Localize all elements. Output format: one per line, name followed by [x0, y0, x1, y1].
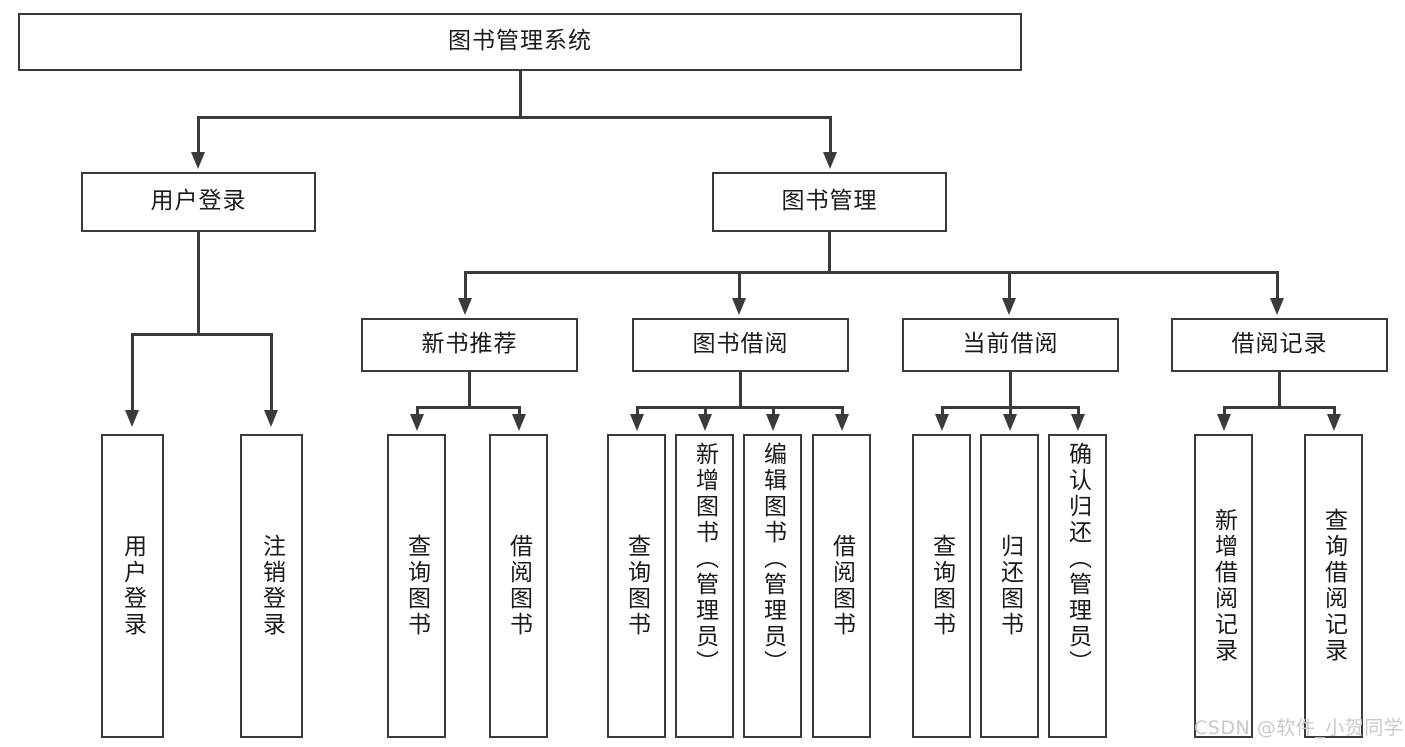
connector-book-borrow-stem: [739, 372, 742, 408]
leaf-current-borrow-query[interactable]: 查询图书: [912, 434, 971, 738]
connector-book-borrow-leaf-3: [772, 406, 775, 418]
leaf-label: 编辑图书（管理员）: [759, 442, 786, 676]
leaf-label: 查询借阅记录: [1320, 508, 1347, 664]
arrow-to-borrow-record: [1270, 298, 1284, 315]
leaf-current-borrow-confirm-admin[interactable]: 确认归还（管理员）: [1048, 434, 1107, 738]
arrow-to-book-borrow: [732, 298, 746, 315]
leaf-book-borrow-query[interactable]: 查询图书: [607, 434, 666, 738]
arrow-user-login-leaf-1: [125, 410, 139, 427]
connector-book-borrow-bus: [637, 406, 843, 409]
node-label: 图书管理系统: [448, 28, 592, 55]
node-borrow-record[interactable]: 借阅记录: [1171, 318, 1388, 372]
leaf-label: 查询图书: [403, 534, 430, 638]
connector-borrow-record-leaf-1: [1223, 406, 1226, 418]
leaf-new-book-borrow[interactable]: 借阅图书: [489, 434, 548, 738]
arrow-root-to-user-login: [191, 152, 205, 169]
node-label: 新书推荐: [421, 331, 518, 358]
connector-to-borrow-record: [1276, 271, 1279, 301]
connector-user-login-leaf-1: [131, 333, 134, 413]
leaf-book-borrow-borrow[interactable]: 借阅图书: [812, 434, 871, 738]
node-label: 用户登录: [150, 188, 247, 215]
connector-root-to-user-login: [197, 116, 200, 155]
node-user-login[interactable]: 用户登录: [81, 172, 316, 232]
arrow-current-borrow-leaf-2: [1003, 414, 1017, 431]
arrow-book-borrow-leaf-2: [698, 414, 712, 431]
arrow-current-borrow-leaf-3: [1071, 414, 1085, 431]
node-new-book-recommend[interactable]: 新书推荐: [361, 318, 578, 372]
connector-new-book-leaf-2: [518, 406, 521, 418]
leaf-label: 注销登录: [258, 534, 285, 638]
connector-user-login-bus: [132, 333, 272, 336]
leaf-user-login-logout[interactable]: 注销登录: [240, 434, 303, 738]
leaf-current-borrow-return[interactable]: 归还图书: [980, 434, 1039, 738]
connector-to-new-book-recommend: [464, 271, 467, 301]
connector-book-borrow-leaf-1: [636, 406, 639, 418]
connector-borrow-record-bus: [1224, 406, 1335, 409]
connector-book-mgmt-stem: [828, 232, 831, 273]
leaf-label: 查询图书: [928, 534, 955, 638]
connector-book-borrow-leaf-2: [704, 406, 707, 418]
node-label: 当前借阅: [962, 331, 1059, 358]
connector-to-book-borrow: [738, 271, 741, 301]
csdn-watermark: CSDN @软件_小贺同学: [1194, 713, 1403, 740]
arrow-user-login-leaf-2: [264, 410, 278, 427]
arrow-book-borrow-leaf-4: [835, 414, 849, 431]
arrow-new-book-leaf-1: [410, 414, 424, 431]
connector-root-stem: [519, 71, 522, 118]
node-root-system[interactable]: 图书管理系统: [18, 13, 1022, 71]
connector-current-borrow-leaf-2: [1009, 406, 1012, 418]
arrow-new-book-leaf-2: [512, 414, 526, 431]
leaf-label: 用户登录: [119, 534, 146, 638]
leaf-user-login-login[interactable]: 用户登录: [101, 434, 164, 738]
leaf-label: 确认归还（管理员）: [1064, 442, 1091, 676]
connector-new-book-bus: [417, 406, 520, 409]
connector-user-login-leaf-2: [270, 333, 273, 413]
leaf-book-borrow-edit-admin[interactable]: 编辑图书（管理员）: [743, 434, 802, 738]
arrow-to-new-book-recommend: [458, 298, 472, 315]
node-label: 图书管理: [781, 188, 878, 215]
arrow-borrow-record-leaf-1: [1217, 414, 1231, 431]
leaf-label: 借阅图书: [505, 534, 532, 638]
connector-root-bus: [198, 116, 832, 119]
leaf-label: 归还图书: [996, 534, 1023, 638]
connector-new-book-stem: [468, 372, 471, 408]
arrow-book-borrow-leaf-1: [630, 414, 644, 431]
connector-user-login-stem: [197, 232, 200, 335]
leaf-borrow-record-add[interactable]: 新增借阅记录: [1194, 434, 1253, 738]
leaf-new-book-query[interactable]: 查询图书: [387, 434, 446, 738]
arrow-borrow-record-leaf-2: [1327, 414, 1341, 431]
leaf-borrow-record-query[interactable]: 查询借阅记录: [1304, 434, 1363, 738]
connector-borrow-record-stem: [1278, 372, 1281, 408]
leaf-label: 新增借阅记录: [1210, 508, 1237, 664]
node-label: 借阅记录: [1231, 331, 1328, 358]
connector-book-borrow-leaf-4: [841, 406, 844, 418]
connector-borrow-record-leaf-2: [1333, 406, 1336, 418]
connector-current-borrow-leaf-3: [1077, 406, 1080, 418]
leaf-label: 新增图书（管理员）: [691, 442, 718, 676]
connector-current-borrow-stem: [1009, 372, 1012, 408]
leaf-label: 借阅图书: [828, 534, 855, 638]
arrow-root-to-book-mgmt: [823, 152, 837, 169]
connector-book-mgmt-bus: [465, 271, 1278, 274]
node-label: 图书借阅: [692, 331, 789, 358]
connector-new-book-leaf-1: [416, 406, 419, 418]
arrow-current-borrow-leaf-1: [935, 414, 949, 431]
node-book-management[interactable]: 图书管理: [712, 172, 947, 232]
leaf-book-borrow-add-admin[interactable]: 新增图书（管理员）: [675, 434, 734, 738]
node-book-borrow[interactable]: 图书借阅: [632, 318, 849, 372]
leaf-label: 查询图书: [623, 534, 650, 638]
node-current-borrow[interactable]: 当前借阅: [902, 318, 1119, 372]
connector-to-current-borrow: [1008, 271, 1011, 301]
connector-root-to-book-mgmt: [829, 116, 832, 155]
arrow-book-borrow-leaf-3: [766, 414, 780, 431]
connector-current-borrow-leaf-1: [941, 406, 944, 418]
arrow-to-current-borrow: [1002, 298, 1016, 315]
watermark-text: CSDN @软件_小贺同学: [1194, 717, 1404, 739]
